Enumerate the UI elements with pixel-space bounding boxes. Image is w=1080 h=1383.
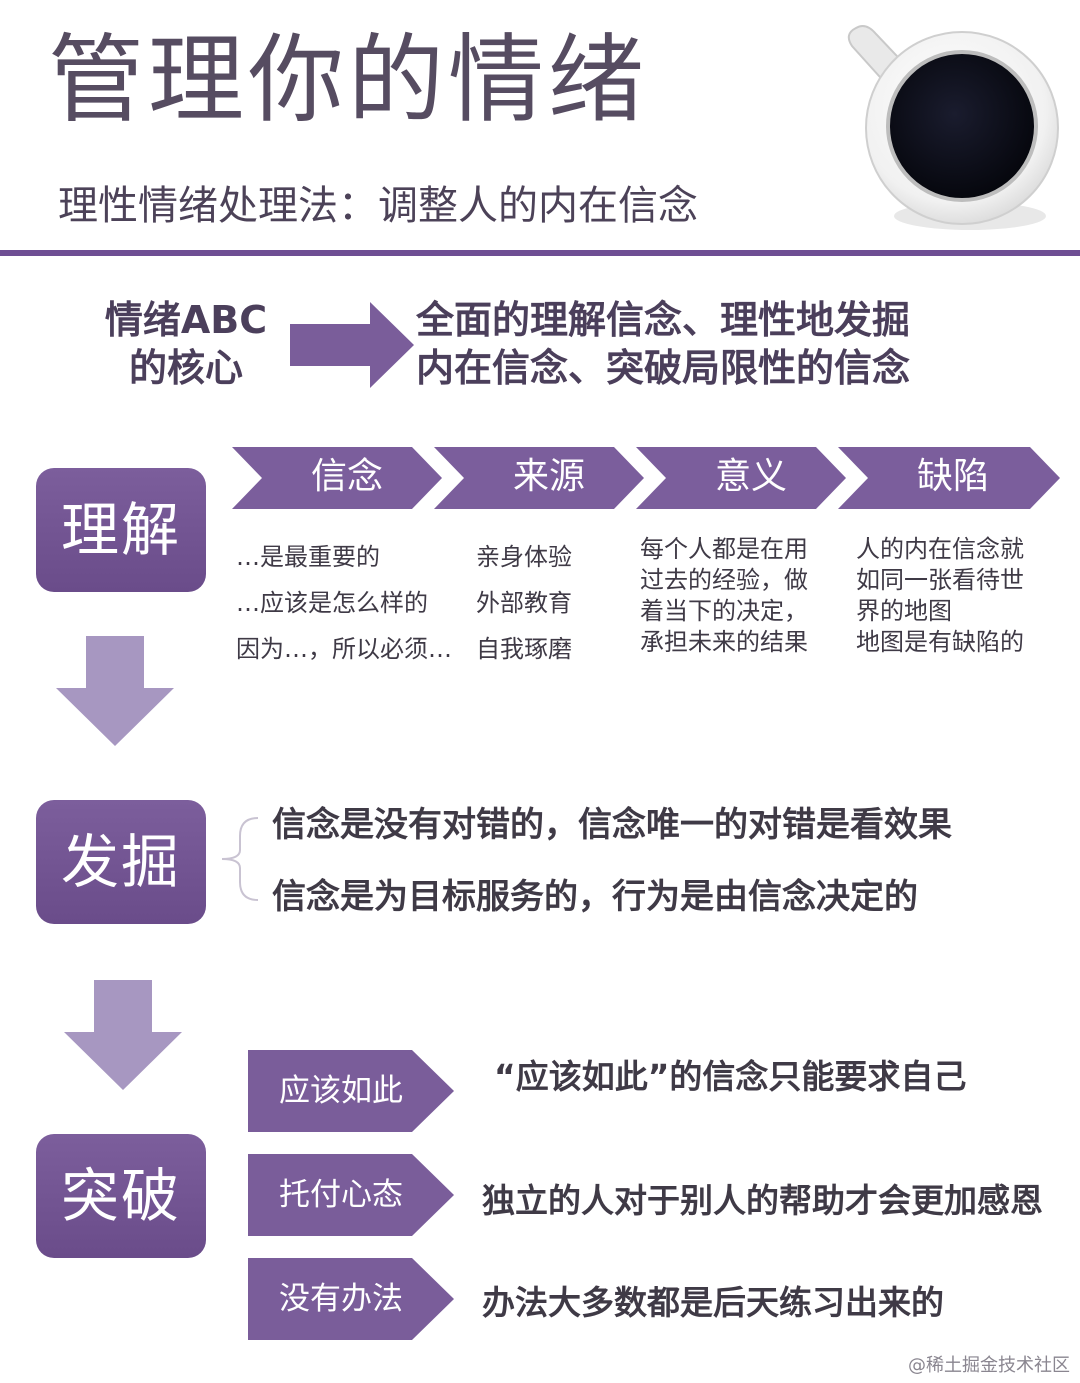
understand-box: 理解 (36, 468, 206, 592)
meaning-line: 承担未来的结果 (640, 628, 808, 656)
header-divider (0, 250, 1080, 256)
watermark: @稀土掘金技术社区 (908, 1355, 1070, 1376)
tag-arrow-3 (248, 1258, 454, 1340)
chevron-bar (232, 447, 1060, 509)
tag-text-reliance: 独立的人对于别人的帮助才会更加感恩 (482, 1181, 1043, 1220)
tag-text-no-way: 办法大多数都是后天练习出来的 (482, 1283, 944, 1322)
defect-line: 界的地图 (856, 597, 952, 625)
abc-core-description: 全面的理解信念、理性地发掘 内在信念、突破局限性的信念 (416, 296, 910, 392)
abc-core-line: 的核心 (128, 346, 243, 390)
tag-text-should: “应该如此”的信念只能要求自己 (494, 1057, 967, 1096)
belief-line: 因为…，所以必须… (236, 635, 452, 663)
defect-line: 地图是有缺陷的 (856, 628, 1024, 656)
source-column: 亲身体验 外部教育 自我琢磨 (476, 534, 572, 672)
belief-line: …是最重要的 (236, 543, 380, 571)
tag-label-should: 应该如此 (279, 1073, 403, 1109)
chevron-meaning (636, 447, 846, 509)
source-line: 自我琢磨 (476, 635, 572, 663)
defect-column: 人的内在信念就 如同一张看待世 界的地图 地图是有缺陷的 (856, 534, 1024, 658)
abc-core-desc-line: 全面的理解信念、理性地发掘 (416, 298, 911, 342)
tag-arrow-2 (248, 1154, 454, 1236)
meaning-line: 过去的经验，做 (640, 566, 808, 594)
source-line: 外部教育 (476, 589, 572, 617)
coffee-cup-icon (847, 25, 1059, 230)
discover-line-1: 信念是没有对错的，信念唯一的对错是看效果 (272, 805, 952, 845)
source-line: 亲身体验 (476, 543, 572, 571)
arrow-down-icon (56, 636, 174, 746)
chevron-label-source: 来源 (512, 456, 585, 497)
meaning-line: 每个人都是在用 (640, 535, 808, 563)
breakthrough-box: 突破 (36, 1134, 206, 1258)
chevron-label-belief: 信念 (310, 456, 383, 497)
discover-line-2: 信念是为目标服务的，行为是由信念决定的 (272, 877, 918, 917)
belief-column: …是最重要的 …应该是怎么样的 因为…，所以必须… (236, 534, 452, 672)
meaning-line: 着当下的决定， (640, 597, 808, 625)
abc-core-label: 情绪ABC 的核心 (100, 296, 272, 392)
chevron-label-meaning: 意义 (714, 456, 787, 497)
abc-core-line: 情绪ABC (104, 298, 268, 342)
page-title: 管理你的情绪 (48, 24, 648, 136)
brace-icon (221, 817, 259, 901)
belief-line: …应该是怎么样的 (236, 589, 428, 617)
chevron-defect (838, 447, 1060, 509)
defect-line: 人的内在信念就 (856, 535, 1024, 563)
meaning-column: 每个人都是在用 过去的经验，做 着当下的决定， 承担未来的结果 (640, 534, 808, 658)
defect-line: 如同一张看待世 (856, 566, 1024, 594)
arrow-down-icon (64, 980, 182, 1090)
discover-box: 发掘 (36, 800, 206, 924)
chevron-belief (232, 447, 442, 509)
abc-core-desc-line: 内在信念、突破局限性的信念 (416, 346, 911, 390)
page-subtitle: 理性情绪处理法：调整人的内在信念 (58, 183, 698, 229)
tag-label-no-way: 没有办法 (279, 1281, 403, 1317)
chevron-source (434, 447, 644, 509)
tag-label-reliance: 托付心态 (279, 1177, 403, 1213)
chevron-label-defect: 缺陷 (916, 456, 989, 497)
arrow-right-icon (290, 302, 414, 388)
tag-arrow-1 (248, 1050, 454, 1132)
